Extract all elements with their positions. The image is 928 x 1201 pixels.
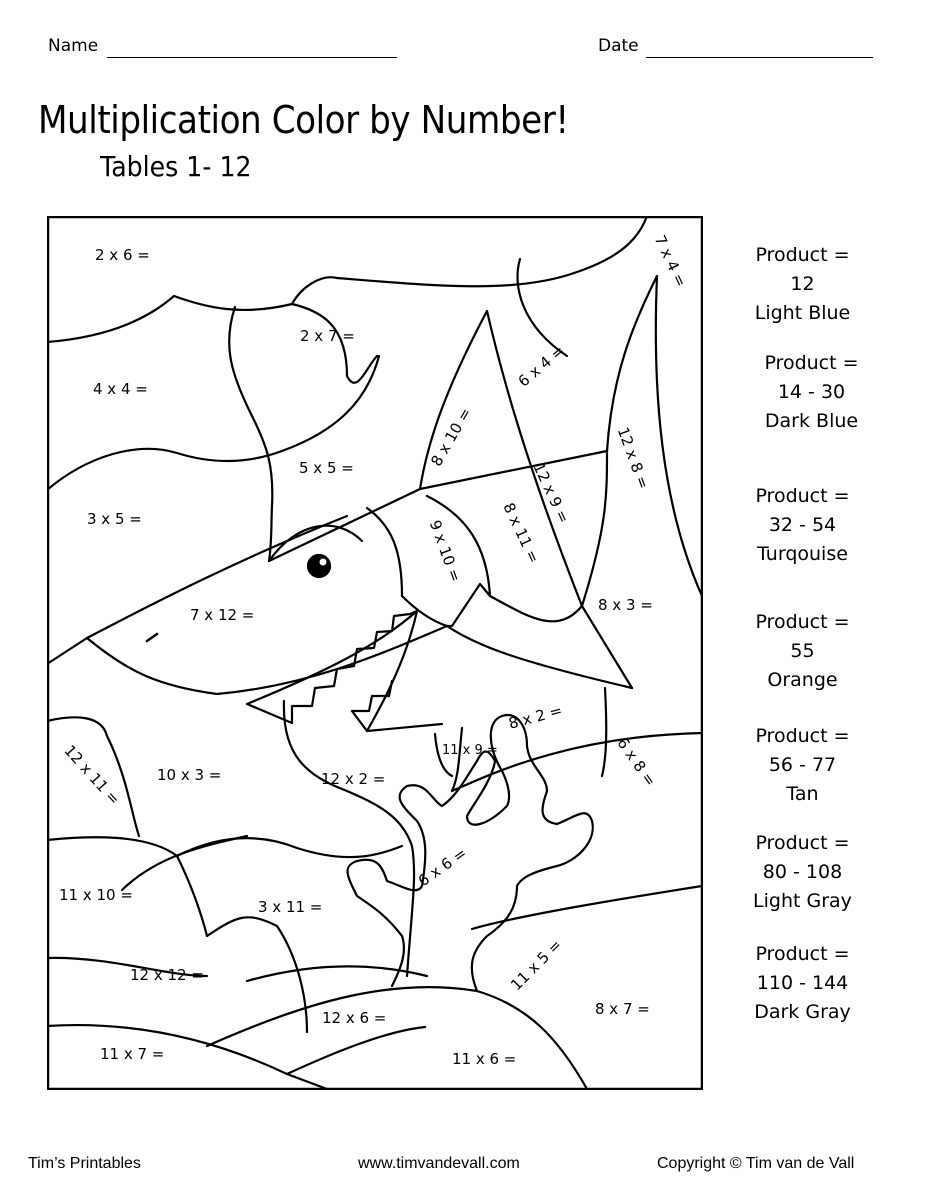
key-label: Product = [764,352,859,374]
key-dark-gray: Product = 110 - 144 Dark Gray [735,940,870,1027]
footer-copyright: Copyright © Tim van de Vall [657,1155,855,1172]
footer-website-link[interactable]: www.timvandevall.com [358,1155,520,1172]
problem-11x9: 11 x 9 = [442,743,498,758]
key-range: 56 - 77 [768,754,837,776]
key-tan: Product = 56 - 77 Tan [735,722,870,809]
key-range: 80 - 108 [762,861,843,883]
key-range: 110 - 144 [756,972,849,994]
problem-12x2: 12 x 2 = [321,770,386,788]
name-field[interactable] [107,57,397,58]
key-orange: Product = 55 Orange [735,608,870,695]
problem-10x3: 10 x 3 = [157,766,222,784]
problem-8x3: 8 x 3 = [598,596,653,614]
key-range: 32 - 54 [768,514,837,536]
coloring-picture: 2 x 6 = 2 x 7 = 4 x 4 = 5 x 5 = 3 x 5 = … [47,216,703,1090]
date-label: Date [598,36,639,56]
key-color: Orange [767,669,838,691]
key-label: Product = [755,725,850,747]
key-label: Product = [755,832,850,854]
footer-brand: Tim’s Printables [28,1155,141,1172]
key-label: Product = [755,611,850,633]
problem-2x6: 2 x 6 = [95,246,150,264]
page-subtitle: Tables 1- 12 [100,150,252,183]
problem-4x4: 4 x 4 = [93,380,148,398]
problem-5x5: 5 x 5 = [299,459,354,477]
shark-line-art [47,216,703,1090]
key-label: Product = [755,244,850,266]
key-color: Dark Gray [754,1001,851,1023]
name-label: Name [48,36,99,56]
key-range: 14 - 30 [777,381,846,403]
key-light-blue: Product = 12 Light Blue [735,241,870,328]
problem-11x7: 11 x 7 = [100,1045,165,1063]
problem-2x7: 2 x 7 = [300,327,355,345]
key-color: Tan [786,783,819,805]
key-turquoise: Product = 32 - 54 Turqouise [735,482,870,569]
problem-7x12: 7 x 12 = [190,606,255,624]
problem-11x10: 11 x 10 = [59,886,133,904]
key-color: Turqouise [757,543,848,565]
key-color: Dark Blue [764,410,859,432]
key-label: Product = [755,485,850,507]
problem-12x6: 12 x 6 = [322,1009,387,1027]
problem-3x5: 3 x 5 = [87,510,142,528]
key-dark-blue: Product = 14 - 30 Dark Blue [744,349,879,436]
key-label: Product = [755,943,850,965]
date-field[interactable] [646,57,873,58]
key-range: 55 [790,640,815,662]
key-color: Light Gray [753,890,852,912]
problem-3x11: 3 x 11 = [258,898,323,916]
key-color: Light Blue [754,302,851,324]
problem-8x7: 8 x 7 = [595,1000,650,1018]
problem-12x12: 12 x 12 = [130,966,204,984]
key-light-gray: Product = 80 - 108 Light Gray [735,829,870,916]
page-title: Multiplication Color by Number! [38,98,569,142]
problem-11x6: 11 x 6 = [452,1050,517,1068]
key-range: 12 [790,273,815,295]
